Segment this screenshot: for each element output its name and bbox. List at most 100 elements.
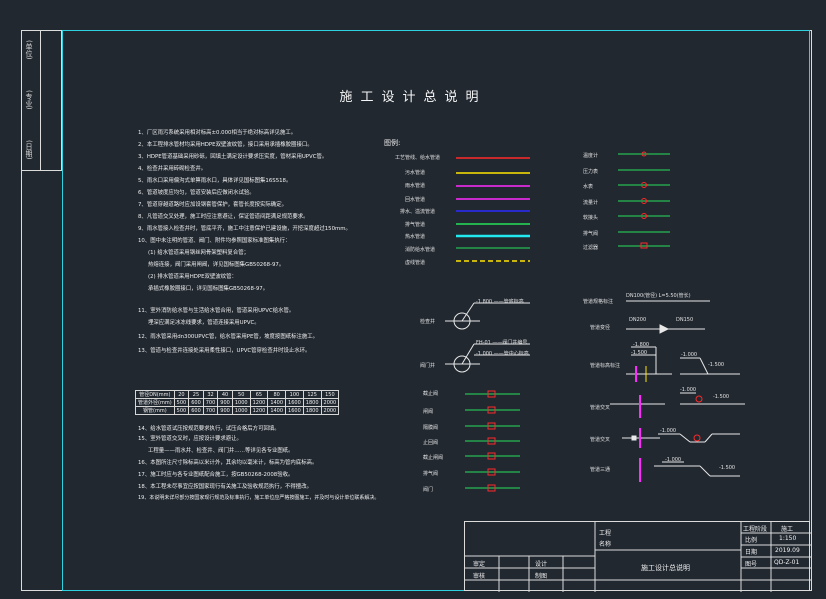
drawing-border-inner — [62, 30, 810, 591]
symbol-label: 管道规格标注 — [583, 299, 614, 305]
note-line: 工程量——雨水井、检查井、阀门井……等详见各专业图纸。 — [148, 448, 294, 454]
table-cell: 钢管(mm) — [135, 406, 175, 415]
draw-label: 制图 — [535, 573, 548, 580]
annotation-text: DN100(管径) L=5.50(管长) — [626, 293, 691, 299]
legend-label: 污水管道 — [405, 170, 426, 176]
symbol-label: 管道标高标注 — [590, 363, 621, 369]
valve-label: 截止阀 — [423, 391, 439, 397]
table-cell: 2000 — [320, 406, 340, 415]
annotation-text: -1.000 — [681, 352, 698, 358]
annotation-text: DN150 — [676, 317, 694, 323]
valve-label: 隔膜阀 — [423, 425, 439, 431]
project-label: 工程 — [599, 530, 612, 537]
pipe-legend-lines — [456, 157, 530, 262]
valve-legend — [465, 390, 520, 492]
valve-label: 止回阀 — [423, 440, 439, 446]
annotation-text: -1.500 — [713, 394, 730, 400]
note-line: 12、雨水管采用dn300UPVC管，给水管采用PE管，坡度按图纸标注施工。 — [138, 334, 319, 340]
title-block-grid — [465, 522, 811, 592]
symbol-label: 检查井 — [420, 319, 436, 325]
instrument-label: 水表 — [583, 184, 594, 190]
symbol-label: 管道交叉 — [590, 405, 611, 411]
legend-label: 排气管道 — [405, 222, 426, 228]
stage-value: 施工 — [781, 526, 794, 533]
strip-text-discipline: (专业) — [25, 90, 33, 110]
strip-text-unit: (单位) — [25, 40, 33, 60]
valve-label: 闸阀 — [423, 409, 434, 415]
annotation-text: -1.800 ——管底标高 — [476, 299, 524, 305]
note-line: 16、本图所注尺寸除标高以米计外，其余均以毫米计，标高为管内底标高。 — [138, 460, 318, 466]
instrument-label: 流量计 — [583, 200, 599, 206]
legend-label: 雨水管道 — [405, 183, 426, 189]
design-label: 设计 — [535, 561, 548, 568]
legend-label: 回水管道 — [405, 197, 426, 203]
legend-label: 虚线管道 — [405, 260, 426, 266]
review-label: 审核 — [473, 573, 486, 580]
drawing-number-label: 图号 — [745, 561, 758, 568]
date-label: 日期 — [745, 549, 758, 556]
date-value: 2019.09 — [775, 547, 800, 554]
name-label: 名称 — [599, 541, 612, 548]
instrument-label: 压力表 — [583, 169, 599, 175]
binding-strip-2 — [41, 30, 62, 171]
symbol-label: 管道变径 — [590, 325, 611, 331]
annotation-text: -1.800 — [633, 342, 650, 348]
symbol-label: 管道交叉 — [590, 437, 611, 443]
drawing-number-value: QD-Z-01 — [774, 559, 800, 566]
approve-label: 审定 — [473, 561, 486, 568]
scale-value: 1:150 — [779, 535, 797, 542]
note-line: 3、HDPE管道基础采用砂砾，回填土满足设计要求压实度，管材采用UPVC管。 — [138, 154, 328, 160]
annotation-text: DN200 — [629, 317, 647, 323]
note-line: 2、本工程排水管材均采用HDPE双壁波纹管，接口采用承插橡胶圈接口。 — [138, 142, 313, 148]
note-line: 9、雨水管接入检查井时，管底平齐，施工中注意保护已建设施，开挖深度超过150mm… — [138, 226, 351, 232]
note-line: 10、图中未注明的管道、阀门、附件均参照国家标准图集执行： — [138, 238, 291, 244]
note-line: 埋深应满足冰冻线要求，管道连接采用UPVC。 — [148, 320, 260, 326]
sheet-title: 施工设计总说明 — [339, 90, 487, 105]
legend-label: 工艺管线、给水管道 — [395, 155, 441, 161]
legend-label: 热水管道 — [405, 234, 426, 240]
pipe-annotation-graphics — [610, 300, 745, 482]
note-line: (1) 给水管道采用钢丝网骨架塑料复合管； — [148, 250, 249, 256]
annotation-text: -1.500 — [631, 350, 648, 356]
annotation-text: -1.500 — [719, 465, 736, 471]
note-line: 1、厂区雨污系统采用相对标高±0.000相当于绝对标高详见施工。 — [138, 130, 297, 136]
note-line: 11、室外消防给水管与生活给水管合用，管道采用UPVC给水管。 — [138, 308, 295, 314]
note-line: 4、检查井采用砖砌检查井。 — [138, 166, 207, 172]
note-line: 14、给水管道试压按规范要求执行，试压合格后方可回填。 — [138, 426, 280, 432]
note-line: 19、本说明未详尽部分按国家现行规范及标准执行，施工单位应严格按图施工，并及时与… — [138, 495, 380, 501]
legend-title: 图例: — [384, 139, 401, 147]
note-line: 15、室外管道交叉时，应按设计要求避让。 — [138, 436, 242, 442]
scale-label: 比例 — [745, 537, 758, 544]
note-line: 热熔连接，阀门采用闸阀，详见国标图集GB50268-97。 — [148, 262, 285, 268]
stage-label: 工程阶段 — [743, 526, 768, 533]
instrument-label: 软接头 — [583, 215, 599, 221]
binding-strip — [21, 30, 41, 171]
annotation-text: -1.000 — [665, 457, 682, 463]
annotation-text: FH-01 ——阀门井编号 — [476, 340, 528, 346]
strip-text-date: (日期) — [25, 140, 33, 160]
note-line: 7、管道穿越道路时应加设钢套管保护，套管长度按实际确定。 — [138, 202, 287, 208]
title-block: 工程 名称 工程阶段 施工 比例 1:150 日期 2019.09 图号 QD-… — [464, 521, 811, 592]
note-line: 承插式橡胶圈接口，详见国标图集GB50268-97。 — [148, 286, 269, 292]
instrument-label: 温度计 — [583, 153, 599, 159]
note-line: 13、管道与检查井连接处采用柔性接口，UPVC管穿检查井时设止水环。 — [138, 348, 311, 354]
table-row: 钢管(mm) 500 600 700 900 1000 1200 1400 16… — [135, 406, 340, 415]
note-line: 17、施工时应与各专业图纸配合施工，按GB50268-2008验收。 — [138, 472, 294, 478]
note-line: (2) 排水管道采用HDPE双壁波纹管： — [148, 274, 237, 280]
sheet-title-cell: 施工设计总说明 — [641, 564, 690, 572]
valve-label: 截止闸阀 — [423, 455, 444, 461]
pipe-size-table: 管径DN(mm) 20 25 32 40 50 65 80 100 125 15… — [135, 390, 340, 415]
valve-label: 排气阀 — [423, 471, 439, 477]
annotation-text: -1.000 — [660, 428, 677, 434]
annotation-text: -1.000 ——管中心标高 — [476, 351, 529, 357]
annotation-text: -1.500 — [708, 362, 725, 368]
table-row: 管径DN(mm) 20 25 32 40 50 65 80 100 125 15… — [135, 390, 340, 399]
annotation-text: -1.000 — [680, 387, 697, 393]
legend-label: 消防给水管道 — [405, 247, 436, 253]
note-line: 6、管道坡度应均匀，管道安装后应做闭水试验。 — [138, 190, 255, 196]
note-line: 5、雨水口采用偏沟式单箅雨水口，具体详见国标图集16S518。 — [138, 178, 292, 184]
symbol-label: 阀门井 — [420, 363, 436, 369]
valve-label: 阀门 — [423, 487, 434, 493]
note-line: 18、本工程未尽事宜应按国家现行有关施工及验收规范执行，不得擅改。 — [138, 484, 312, 490]
